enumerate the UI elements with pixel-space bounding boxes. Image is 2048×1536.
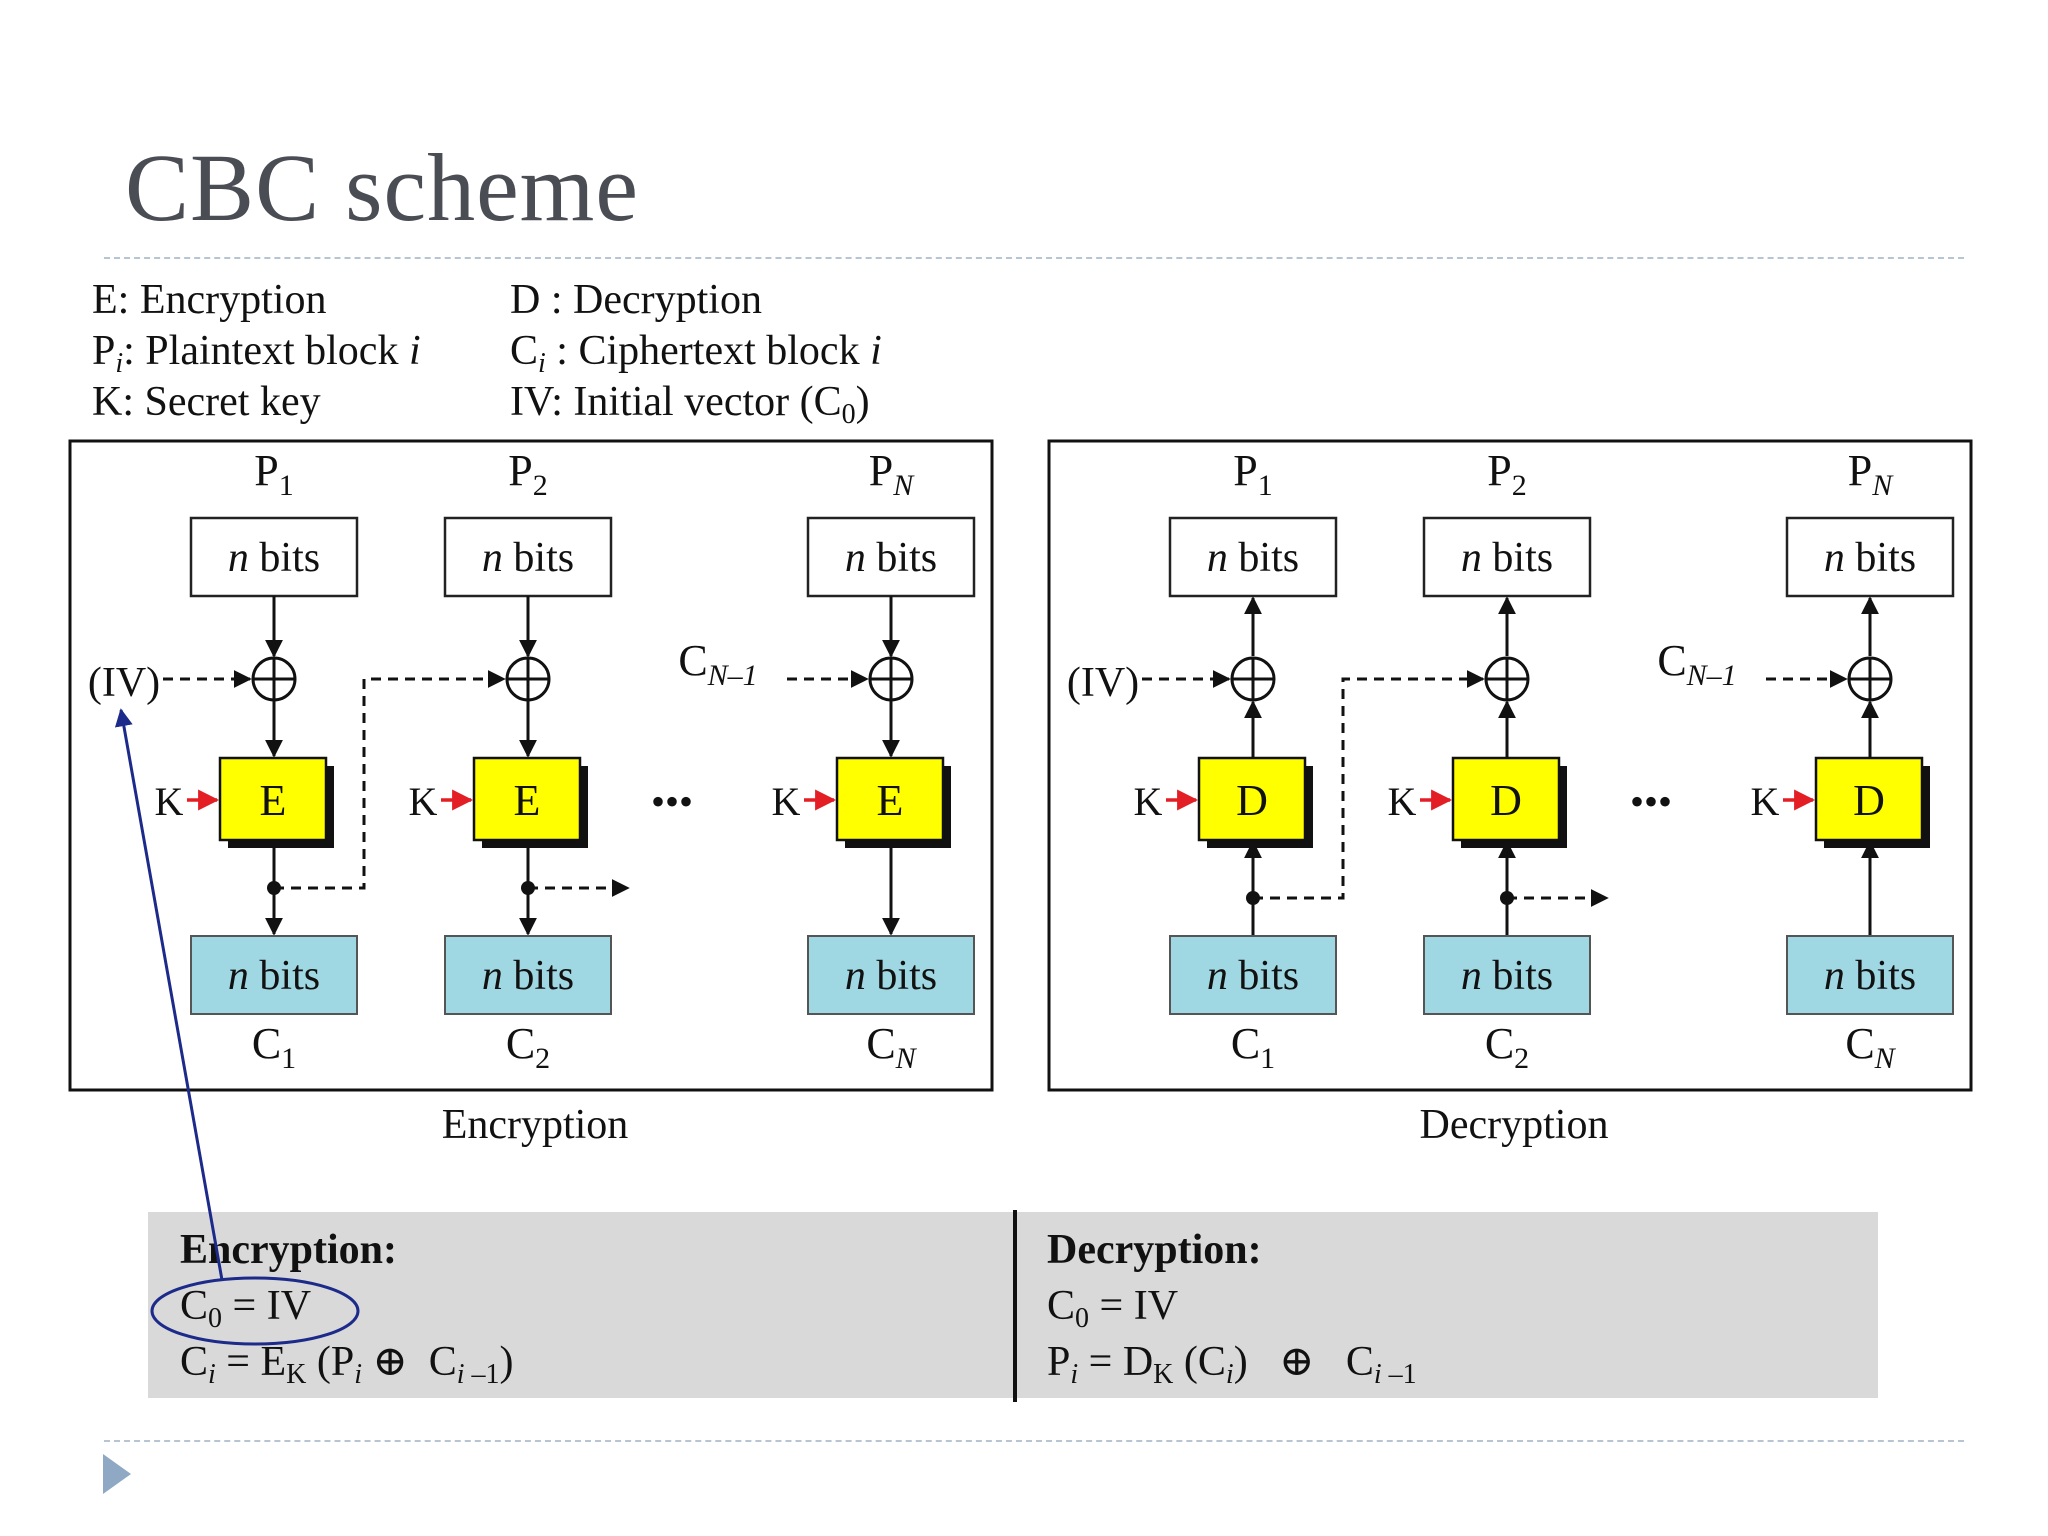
- dec-cipher-label-3: CN: [1845, 1019, 1896, 1075]
- enc-cipher-block-1-label: n bits: [228, 953, 320, 999]
- slide-title: CBC scheme: [125, 134, 639, 241]
- legend-plaintext: Pi: Plaintext block i: [92, 328, 421, 379]
- legend-decryption: D : Decryption: [510, 277, 762, 323]
- enc-cipher-label-2: C2: [506, 1019, 550, 1075]
- dec-plaintext-label-1: P1: [1233, 446, 1272, 502]
- dec-cipher-block-2-rect: [1423, 935, 1591, 1015]
- dec-cipher-block-1-label: n bits: [1207, 953, 1299, 999]
- dec-cipher-label-1: C1: [1231, 1019, 1275, 1075]
- enc-plaintext-block-1-rect: [189, 516, 359, 598]
- dec-cn1-label: CN–1: [1657, 636, 1736, 692]
- dec-cipher-label-2: C2: [1485, 1019, 1529, 1075]
- enc-cipher-block-2-rect: [444, 935, 612, 1015]
- decryption-formula-pi: Pi = DK (Ci) ⊕ Ci –1: [1047, 1339, 1417, 1390]
- enc-block-1-label: E: [260, 776, 287, 825]
- dec-cipher-block-1-rect: [1169, 935, 1337, 1015]
- decryption-formula-heading: Decryption:: [1047, 1227, 1262, 1273]
- dec-block-3-label: D: [1853, 776, 1885, 825]
- enc-cipher-block-3-label: n bits: [845, 953, 937, 999]
- legend-initial-vector: IV: Initial vector (C0): [510, 379, 870, 430]
- enc-cipher-block-2-label: n bits: [482, 953, 574, 999]
- enc-plaintext-block-3-rect: [806, 516, 976, 598]
- dec-plaintext-label-2: P2: [1487, 446, 1526, 502]
- dec-block-2-rect: [1451, 756, 1561, 842]
- enc-plaintext-label-2: P2: [508, 446, 547, 502]
- dec-cipher-block-3-label: n bits: [1824, 953, 1916, 999]
- enc-block-3-label: E: [877, 776, 904, 825]
- enc-block-2-rect: [472, 756, 582, 842]
- dec-block-2-label: D: [1490, 776, 1522, 825]
- enc-cipher-label-3: CN: [866, 1019, 917, 1075]
- enc-ellipsis: •••: [651, 779, 693, 824]
- next-slide-icon[interactable]: [103, 1454, 131, 1494]
- enc-feedback-1-2: [274, 670, 506, 890]
- enc-block-1-rect: [218, 756, 328, 842]
- dec-plaintext-block-2-label: n bits: [1461, 535, 1553, 581]
- top-divider: [104, 257, 1964, 259]
- dec-block-1-label: D: [1236, 776, 1268, 825]
- enc-iv-label: (IV): [88, 660, 160, 706]
- legend-encryption: E: Encryption: [92, 277, 327, 323]
- enc-plaintext-block-2-rect: [443, 516, 613, 598]
- encryption-caption: Encryption: [442, 1102, 629, 1148]
- legend-ciphertext: Ci : Ciphertext block i: [510, 328, 882, 379]
- encryption-formula-heading: Encryption:: [180, 1227, 398, 1273]
- dec-cipher-block-3-rect: [1786, 935, 1954, 1015]
- dec-feedback-1-2: [1253, 670, 1485, 900]
- dec-key-3-label: K: [1751, 779, 1780, 824]
- dec-plaintext-label-3: PN: [1848, 446, 1894, 502]
- decryption-formulas: Decryption: C0 = IV Pi = DK (Ci) ⊕ Ci –1: [1047, 1222, 1417, 1390]
- enc-block-2-label: E: [514, 776, 541, 825]
- enc-plaintext-block-2-label: n bits: [482, 535, 574, 581]
- enc-cipher-label-1: C1: [252, 1019, 296, 1075]
- dec-ellipsis: •••: [1630, 779, 1672, 824]
- enc-block-3-rect: [835, 756, 945, 842]
- dec-cipher-block-2-label: n bits: [1461, 953, 1553, 999]
- dec-plaintext-block-3-rect: [1785, 516, 1955, 598]
- enc-plaintext-block-1-label: n bits: [228, 535, 320, 581]
- enc-key-3-label: K: [772, 779, 801, 824]
- formula-divider: [1013, 1210, 1017, 1402]
- enc-plaintext-label-1: P1: [254, 446, 293, 502]
- encryption-formula-ci: Ci = EK (Pi ⊕ Ci –1): [180, 1339, 514, 1390]
- enc-key-2-label: K: [409, 779, 438, 824]
- dec-iv-label: (IV): [1067, 660, 1139, 706]
- encryption-formulas: Encryption: C0 = IV Ci = EK (Pi ⊕ Ci –1): [180, 1222, 514, 1390]
- legend-key: K: Secret key: [92, 379, 321, 425]
- enc-plaintext-label-3: PN: [869, 446, 915, 502]
- dec-key-2-label: K: [1388, 779, 1417, 824]
- enc-cipher-block-3-rect: [807, 935, 975, 1015]
- dec-block-3-rect: [1814, 756, 1924, 842]
- decryption-caption: Decryption: [1420, 1102, 1609, 1148]
- decryption-formula-c0: C0 = IV: [1047, 1283, 1179, 1334]
- enc-key-1-label: K: [155, 779, 184, 824]
- dec-key-1-label: K: [1134, 779, 1163, 824]
- dec-plaintext-block-1-rect: [1168, 516, 1338, 598]
- dec-block-1-rect: [1197, 756, 1307, 842]
- dec-plaintext-block-1-label: n bits: [1207, 535, 1299, 581]
- dec-plaintext-block-3-label: n bits: [1824, 535, 1916, 581]
- dec-plaintext-block-2-rect: [1422, 516, 1592, 598]
- enc-plaintext-block-3-label: n bits: [845, 535, 937, 581]
- encryption-formula-c0: C0 = IV: [180, 1283, 312, 1334]
- enc-cn1-label: CN–1: [678, 636, 757, 692]
- bottom-divider: [104, 1440, 1964, 1442]
